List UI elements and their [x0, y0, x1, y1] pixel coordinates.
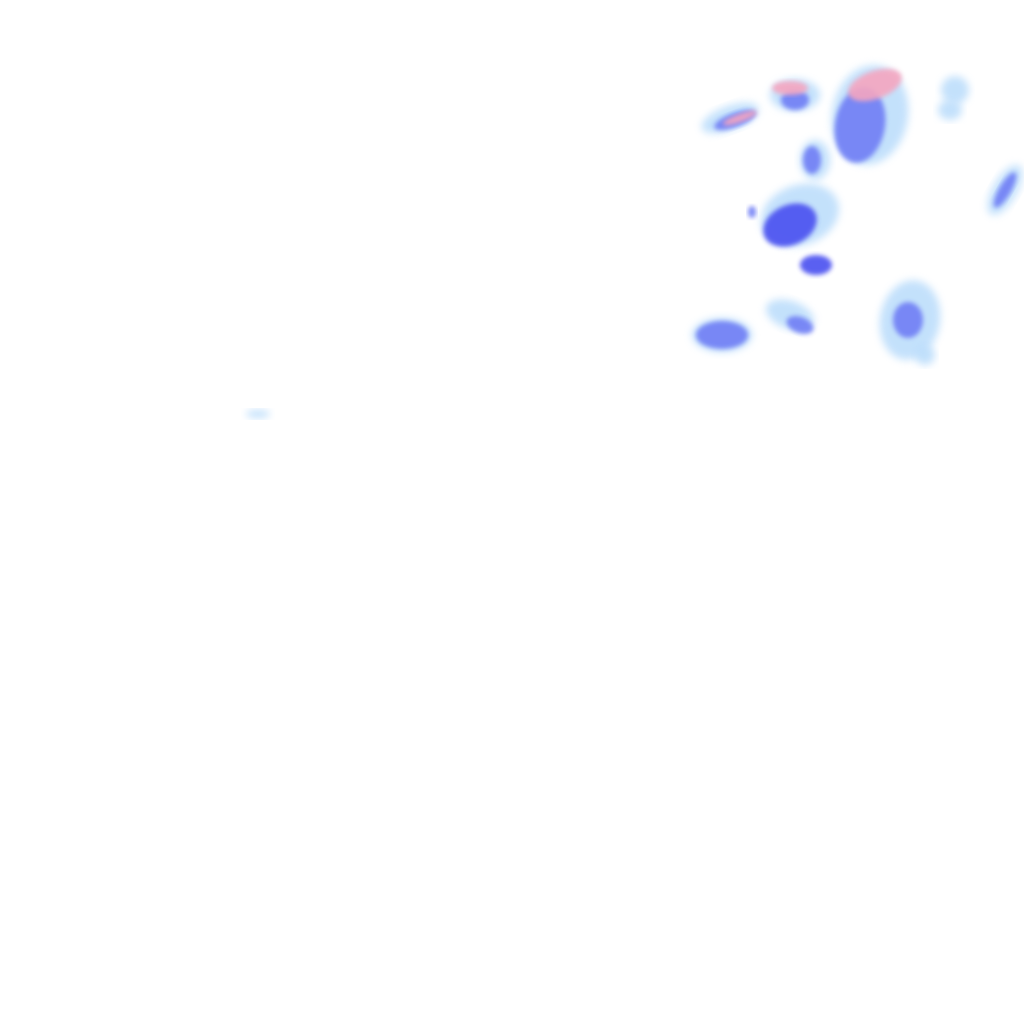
precip-cell-moderate — [834, 87, 886, 163]
precip-cell-light — [246, 410, 270, 418]
precip-cell-light — [915, 345, 935, 365]
precip-cell-moderate — [803, 146, 821, 174]
precip-cell-moderate — [786, 316, 814, 334]
precip-cell-moderate — [893, 302, 923, 338]
precip-cell-mixed — [772, 81, 808, 95]
precip-cell-heavy — [800, 255, 832, 275]
precip-cell-mixed — [848, 68, 902, 102]
precip-cell-heavy — [763, 203, 817, 247]
precip-cell-light — [941, 76, 969, 104]
precip-cell-moderate — [993, 172, 1017, 208]
precip-cell-moderate — [696, 321, 748, 349]
precip-cell-mixed — [723, 110, 757, 126]
precip-cell-moderate — [748, 206, 756, 218]
precip-cell-moderate — [781, 90, 809, 110]
precip-cell-light — [938, 100, 962, 120]
